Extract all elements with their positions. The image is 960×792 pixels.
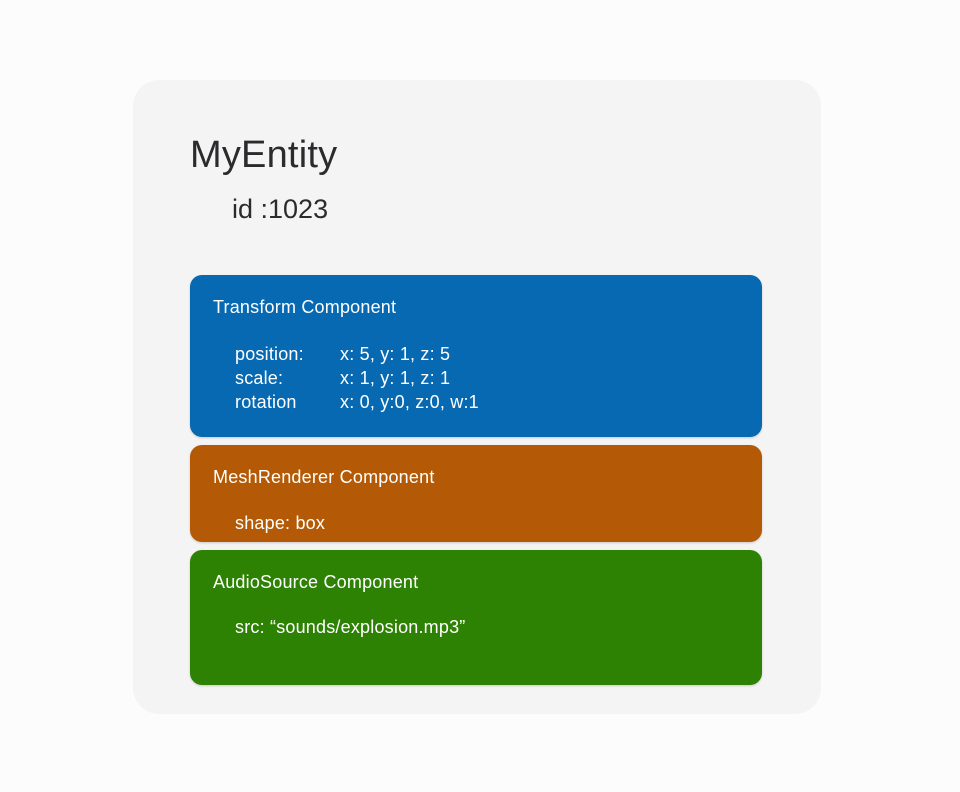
property-value: x: 5, y: 1, z: 5: [340, 344, 451, 364]
property-label: scale:: [235, 368, 284, 388]
property-row-position: position: x: 5, y: 1, z: 5: [235, 342, 739, 366]
entity-id: id :1023: [232, 194, 329, 224]
property-shape: shape: box: [235, 513, 326, 533]
audiosource-component-title: AudioSource Component: [213, 572, 419, 592]
property-row-rotation: rotation x: 0, y:0, z:0, w:1: [235, 390, 739, 414]
meshrenderer-properties: shape: box: [235, 511, 739, 535]
transform-component-title: Transform Component: [213, 297, 397, 317]
property-label: rotation: [235, 392, 297, 412]
meshrenderer-component-card: MeshRenderer Component shape: box: [190, 445, 762, 542]
property-row-scale: scale: x: 1, y: 1, z: 1: [235, 366, 739, 390]
audiosource-component-card: AudioSource Component src: “sounds/explo…: [190, 550, 762, 685]
entity-card: MyEntity id :1023 Transform Component po…: [133, 80, 821, 714]
property-label: position:: [235, 344, 304, 364]
entity-name: MyEntity: [190, 134, 338, 176]
meshrenderer-component-title: MeshRenderer Component: [213, 467, 435, 487]
transform-component-card: Transform Component position: x: 5, y: 1…: [190, 275, 762, 437]
property-value: x: 1, y: 1, z: 1: [340, 368, 451, 388]
property-value: x: 0, y:0, z:0, w:1: [340, 392, 479, 412]
property-src: src: “sounds/explosion.mp3”: [235, 617, 466, 637]
component-list: Transform Component position: x: 5, y: 1…: [190, 275, 762, 685]
audiosource-properties: src: “sounds/explosion.mp3”: [235, 615, 739, 639]
transform-properties: position: x: 5, y: 1, z: 5 scale: x: 1, …: [235, 342, 739, 414]
